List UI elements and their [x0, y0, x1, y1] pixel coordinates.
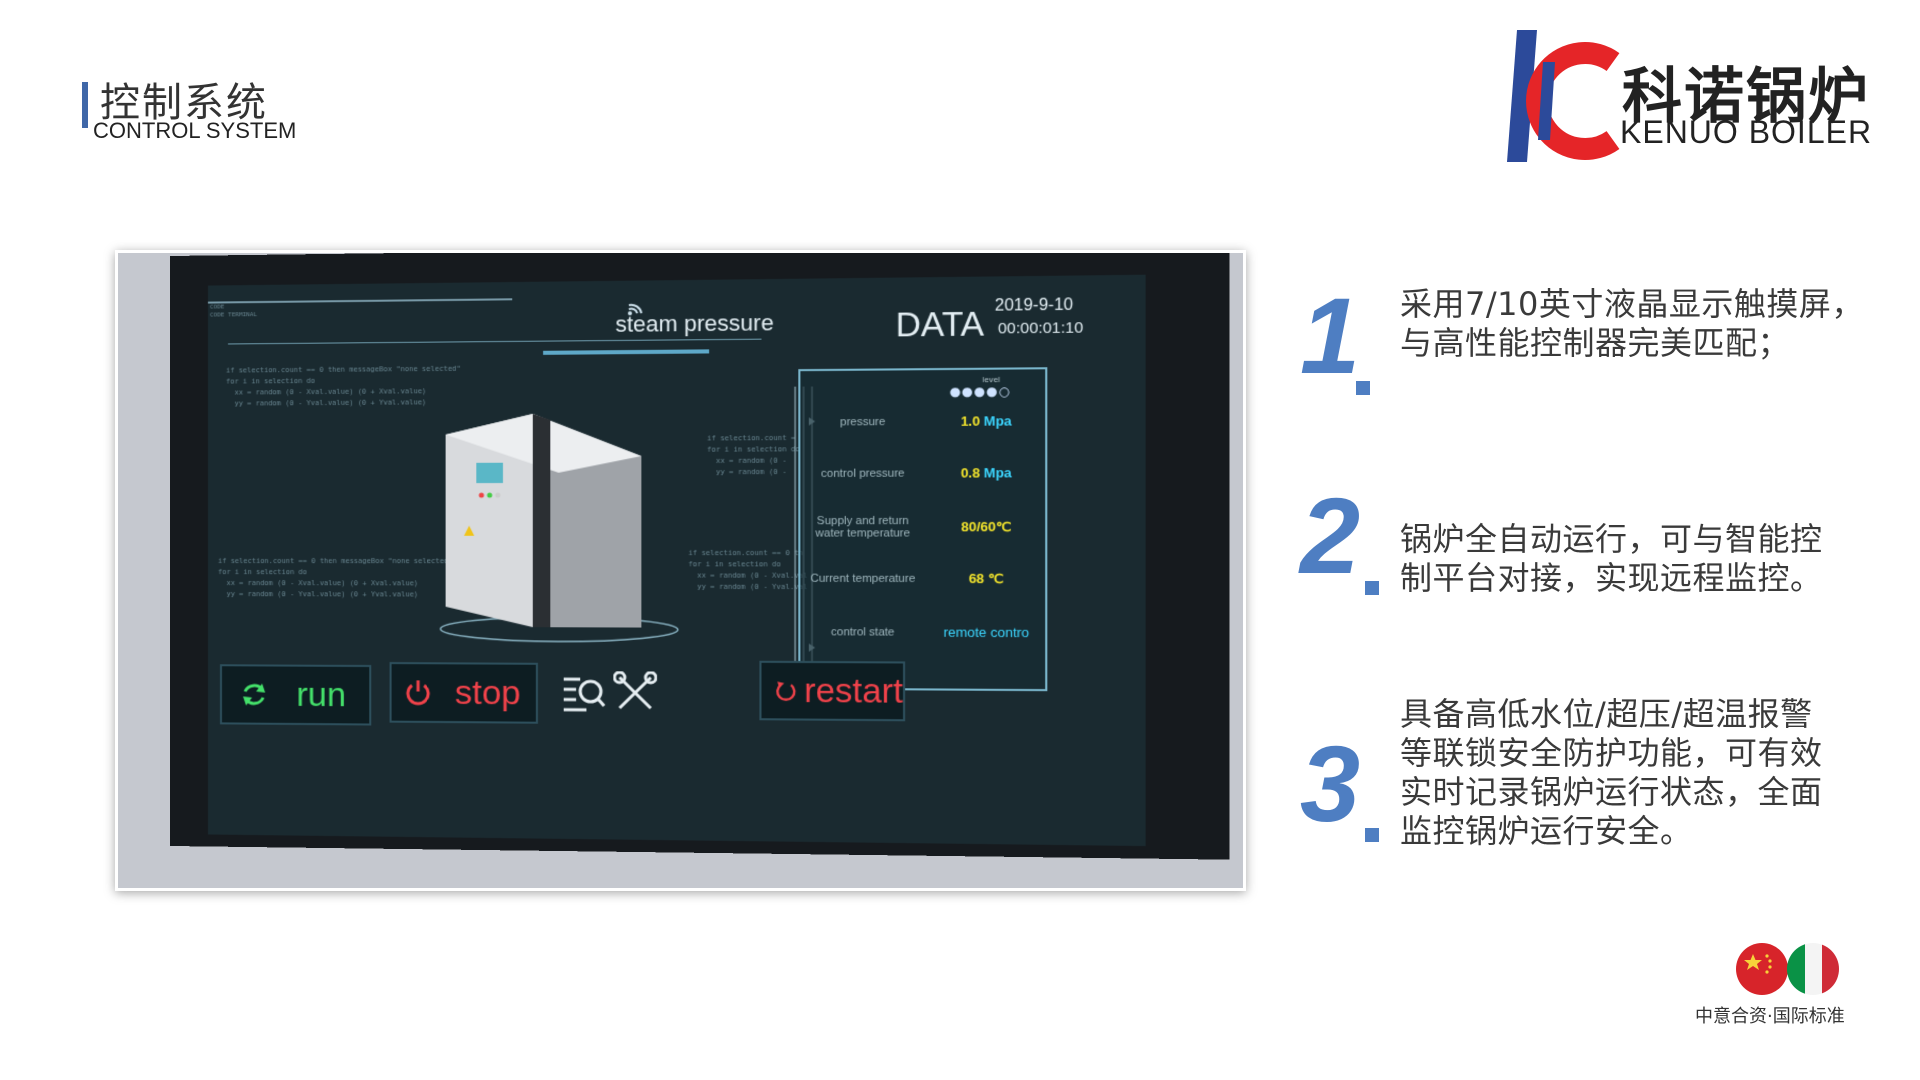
- refresh-icon: [240, 680, 268, 708]
- power-icon: [404, 678, 433, 706]
- steam-pressure-label: steam pressure: [615, 309, 774, 337]
- badge-text: 中意合资·国际标准: [1695, 1006, 1845, 1027]
- page-subtitle: CONTROL SYSTEM: [93, 118, 297, 143]
- header-accent: [543, 349, 710, 355]
- tablet-device: CODE CODE TERMINAL if selection.count ==…: [170, 253, 1230, 860]
- logo-name-cn: 科诺锅炉: [1622, 62, 1870, 132]
- pressure-label: pressure: [840, 415, 886, 429]
- restart-button[interactable]: restart: [759, 660, 906, 722]
- hmi-screen: CODE CODE TERMINAL if selection.count ==…: [207, 274, 1146, 847]
- feature-dot-2: [1365, 581, 1379, 595]
- feature-text-2: 锅炉全自动运行，可与智能控 制平台对接，实现远程监控。: [1400, 520, 1823, 597]
- code-header: CODE CODE TERMINAL: [209, 303, 258, 319]
- supply-return-temp-value: 80/60℃: [960, 518, 1012, 535]
- feature-dot-1: [1356, 381, 1370, 395]
- restart-button-label: restart: [804, 671, 904, 710]
- logo-name-en: KENUO BOILER: [1620, 114, 1873, 150]
- date-value: 2019-9-10: [994, 296, 1074, 315]
- kenuo-logo-icon: [1507, 30, 1620, 162]
- feature-number-3: 3: [1300, 723, 1361, 844]
- status-panel: level ●●●●○ pressure 1.0 Mpa control pre…: [798, 367, 1048, 692]
- feature-number-1: 1: [1300, 275, 1361, 396]
- title-accent-bar: [82, 82, 88, 128]
- data-label: DATA: [895, 304, 985, 344]
- stop-button-label: stop: [454, 672, 521, 712]
- italy-flag-icon: [1787, 943, 1839, 995]
- control-pressure-label: control pressure: [821, 467, 905, 481]
- control-state-label: control state: [831, 626, 895, 639]
- feature-text-1: 采用7/10英寸液晶显示触摸屏， 与高性能控制器完美匹配；: [1400, 285, 1864, 362]
- search-list-icon[interactable]: [562, 671, 605, 714]
- run-button[interactable]: run: [219, 664, 372, 726]
- control-pressure-value: 0.8 Mpa: [960, 464, 1012, 481]
- level-label: level: [982, 375, 1001, 385]
- current-temp-value: 68 ℃: [968, 570, 1004, 587]
- boiler-image: [435, 413, 683, 654]
- restart-icon: [774, 677, 798, 704]
- time-value: 00:00:01:10: [997, 319, 1084, 338]
- code-block-a: if selection.count == 0 then messageBox …: [226, 364, 461, 408]
- feature-number-2: 2: [1300, 475, 1361, 596]
- control-screen-photo: CODE CODE TERMINAL if selection.count ==…: [115, 250, 1246, 891]
- run-button-label: run: [296, 675, 347, 714]
- flags-badge: [1736, 943, 1839, 995]
- level-indicator: ●●●●○: [949, 384, 1011, 399]
- supply-return-temp-label: Supply and return water temperature: [815, 514, 911, 540]
- stop-button[interactable]: stop: [389, 662, 538, 724]
- tools-icon[interactable]: [613, 671, 657, 714]
- feature-dot-3: [1365, 828, 1379, 842]
- header-divider: [228, 338, 762, 345]
- code-block-b: if selection.count == 0 then messageBox …: [217, 557, 453, 599]
- control-state-value: remote contro: [943, 624, 1030, 641]
- current-temp-label: Current temperature: [810, 572, 916, 586]
- china-flag-icon: [1736, 943, 1788, 995]
- feature-text-3: 具备高低水位/超压/超温报警 等联锁安全防护功能，可有效 实时记录锅炉运行状态，…: [1400, 695, 1823, 850]
- pressure-value: 1.0 Mpa: [960, 413, 1012, 429]
- page-title: 控制系统: [100, 80, 268, 126]
